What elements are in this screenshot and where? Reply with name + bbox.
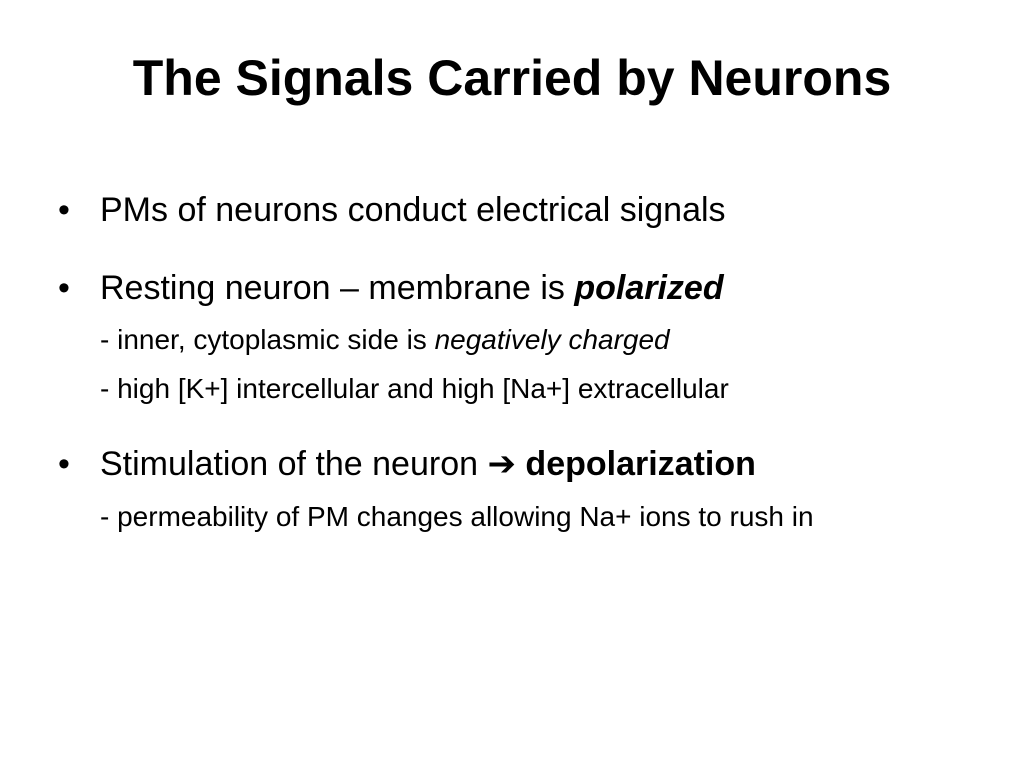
emphasis-term-negatively-charged: negatively charged	[434, 324, 670, 355]
subpoint-text: - inner, cytoplasmic side is	[100, 324, 435, 355]
bullet-text: Stimulation of the neuron	[100, 445, 488, 483]
bullet-dot-icon: •	[58, 269, 70, 307]
subpoint-text: - permeability of PM changes allowing Na…	[100, 501, 814, 532]
subpoint-ion-concentrations: - high [K+] intercellular and high [Na+]…	[100, 371, 729, 407]
bullet-item-resting-neuron: • Resting neuron – membrane is polarized	[58, 266, 724, 310]
emphasis-term-polarized: polarized	[574, 269, 724, 307]
slide-title: The Signals Carried by Neurons	[132, 50, 892, 106]
subpoint-negative-charge: - inner, cytoplasmic side is negatively …	[100, 322, 670, 358]
bullet-dot-icon: •	[58, 445, 70, 483]
bullet-dot-icon: •	[58, 191, 70, 229]
bullet-text: Resting neuron – membrane is	[100, 269, 575, 307]
bullet-item-stimulation: • Stimulation of the neuron ➔ depolarizat…	[58, 442, 756, 486]
arrow-right-icon: ➔	[487, 445, 516, 483]
subpoint-text: - high [K+] intercellular and high [Na+]…	[100, 373, 729, 404]
bullet-item-conduct-signals: • PMs of neurons conduct electrical signa…	[58, 188, 726, 232]
bullet-text: PMs of neurons conduct electrical signal…	[100, 191, 726, 229]
subpoint-permeability: - permeability of PM changes allowing Na…	[100, 499, 814, 535]
emphasis-term-depolarization: depolarization	[525, 445, 756, 483]
